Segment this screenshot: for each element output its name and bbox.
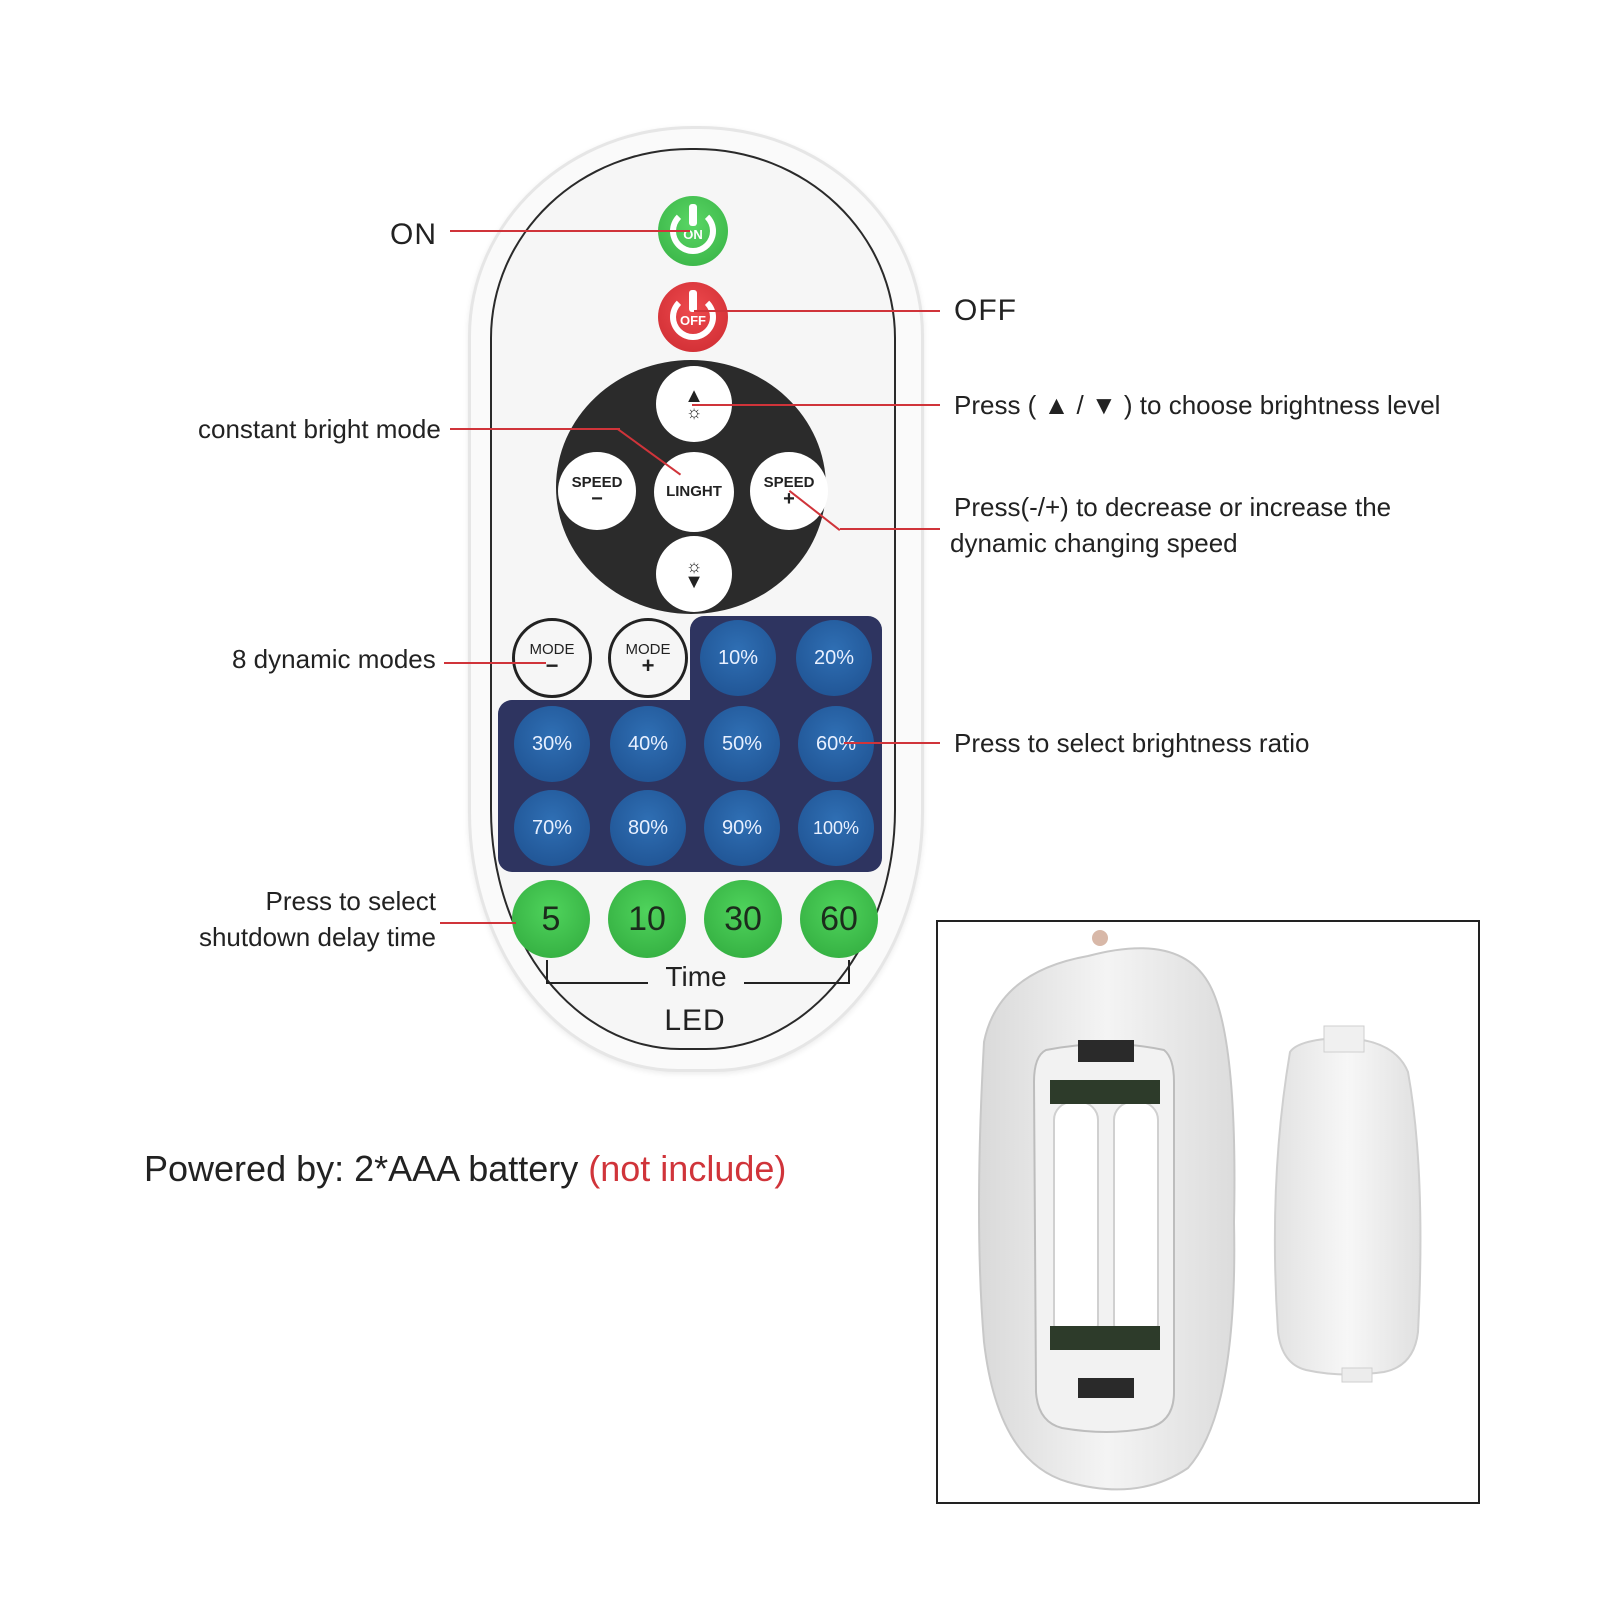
button-label: 30% xyxy=(531,732,573,755)
brightness-20-button[interactable]: 20% xyxy=(796,620,872,696)
mode-minus-label: MODE xyxy=(529,641,575,658)
speed-plus-label: SPEED xyxy=(763,474,815,491)
brightness-100-button[interactable]: 100% xyxy=(798,790,874,866)
callout-line-constant-bright xyxy=(450,428,620,430)
mode-plus-label: MODE xyxy=(625,641,671,658)
speed-minus-label: SPEED xyxy=(571,474,623,491)
button-label: 20% xyxy=(813,646,855,669)
timer-10-button[interactable]: 10 xyxy=(608,880,686,958)
mode-minus-button[interactable]: MODE − xyxy=(512,618,592,698)
timer-30-button[interactable]: 30 xyxy=(704,880,782,958)
powered-by-label: Powered by: 2*AAA battery xyxy=(144,1148,589,1189)
button-label: 50% xyxy=(721,732,763,755)
mode-plus-button[interactable]: MODE + xyxy=(608,618,688,698)
callout-speed-line2: dynamic changing speed xyxy=(950,528,1238,558)
powered-by-text: Powered by: 2*AAA battery (not include) xyxy=(144,1148,786,1190)
light-button-label: LINGHT xyxy=(666,483,722,500)
callout-line-speed xyxy=(840,528,940,530)
callout-brightness-level: Press ( ▲ / ▼ ) to choose brightness lev… xyxy=(954,390,1441,420)
brightness-down-button[interactable]: ☼ ▼ xyxy=(656,536,732,612)
led-brand-label: LED xyxy=(664,1004,726,1037)
on-button-label: ON xyxy=(683,226,703,242)
off-button[interactable]: OFF xyxy=(658,282,728,352)
callout-line-brightness-level xyxy=(692,404,940,406)
battery-compartment-photo xyxy=(936,920,1480,1504)
arrow-down-icon: ▼ xyxy=(684,571,704,593)
button-label: 100% xyxy=(812,817,860,838)
brightness-50-button[interactable]: 50% xyxy=(704,706,780,782)
brightness-70-button[interactable]: 70% xyxy=(514,790,590,866)
callout-delay-line1: Press to select xyxy=(265,886,436,916)
speed-plus-button[interactable]: SPEED + xyxy=(750,452,828,530)
callout-constant-bright: constant bright mode xyxy=(198,414,441,444)
timer-5-button[interactable]: 5 xyxy=(512,880,590,958)
callout-on: ON xyxy=(390,218,437,251)
callout-line-on xyxy=(450,230,690,232)
brightness-30-button[interactable]: 30% xyxy=(514,706,590,782)
button-label: 40% xyxy=(627,732,669,755)
minus-icon: − xyxy=(545,653,559,678)
button-label: 30 xyxy=(724,899,762,938)
callout-off: OFF xyxy=(954,294,1017,327)
timer-60-button[interactable]: 60 xyxy=(800,880,878,958)
callout-delay-line2: shutdown delay time xyxy=(198,922,436,952)
speed-minus-button[interactable]: SPEED − xyxy=(558,452,636,530)
sun-icon: ☼ xyxy=(685,402,703,422)
callout-dynamic-modes: 8 dynamic modes xyxy=(232,644,436,674)
callout-line-brightness-ratio xyxy=(844,742,940,744)
off-button-label: OFF xyxy=(680,312,706,328)
brightness-90-button[interactable]: 90% xyxy=(704,790,780,866)
button-label: 90% xyxy=(721,816,763,839)
brightness-10-button[interactable]: 10% xyxy=(700,620,776,696)
callout-speed-line1: Press(-/+) to decrease or increase the xyxy=(954,492,1392,522)
plus-icon: + xyxy=(783,488,795,510)
sun-icon: ☼ xyxy=(685,556,703,576)
callout-line-dynamic-modes xyxy=(444,662,546,664)
not-include-label: (not include) xyxy=(588,1148,787,1189)
minus-icon: − xyxy=(591,488,603,510)
brightness-40-button[interactable]: 40% xyxy=(610,706,686,782)
plus-icon: + xyxy=(641,653,655,678)
brightness-60-button[interactable]: 60% xyxy=(798,706,874,782)
button-label: 70% xyxy=(531,816,573,839)
button-label: 60% xyxy=(815,732,857,755)
button-label: 5 xyxy=(541,899,561,938)
brightness-80-button[interactable]: 80% xyxy=(610,790,686,866)
battery-compartment-illustration xyxy=(978,930,1422,1491)
power-icon: OFF xyxy=(670,290,716,340)
callout-line-delay xyxy=(440,922,516,924)
callout-brightness-ratio: Press to select brightness ratio xyxy=(954,728,1310,758)
button-label: 10% xyxy=(717,646,759,669)
time-label: Time xyxy=(648,960,744,994)
callout-line-off xyxy=(694,310,940,312)
arrow-up-icon: ▲ xyxy=(684,385,704,407)
button-label: 60 xyxy=(820,899,858,938)
button-label: 80% xyxy=(627,816,669,839)
button-label: 10 xyxy=(628,899,666,938)
